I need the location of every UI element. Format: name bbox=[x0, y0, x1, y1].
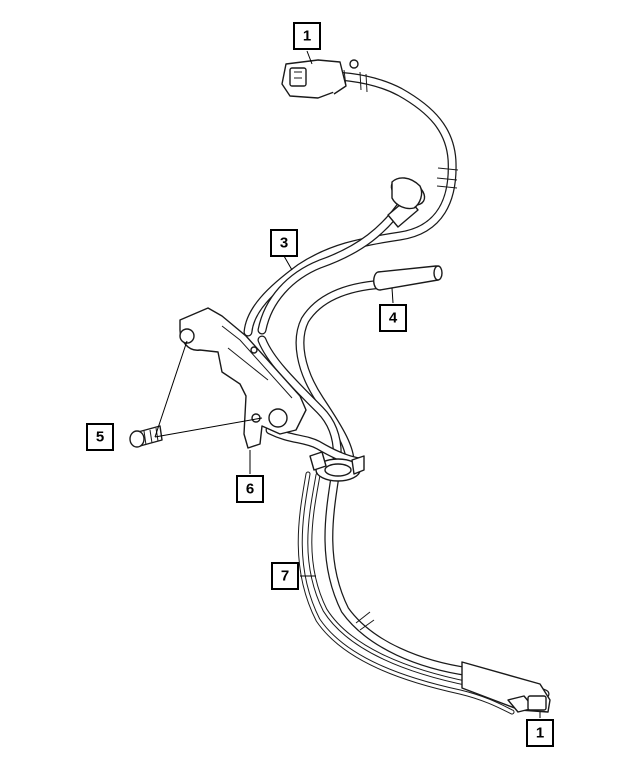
callout-4: 4 bbox=[379, 304, 407, 332]
bolt-part-5 bbox=[129, 425, 163, 448]
filler-pipe bbox=[387, 177, 426, 228]
bracket-part-6 bbox=[179, 307, 307, 449]
top-connector bbox=[281, 59, 359, 99]
callout-label: 6 bbox=[246, 481, 254, 498]
callout-label: 4 bbox=[389, 310, 398, 327]
callout-top-1: 1 bbox=[293, 22, 321, 50]
hose-assembly bbox=[243, 69, 550, 715]
callout-3: 3 bbox=[270, 229, 298, 257]
sleeve-part-4 bbox=[373, 265, 443, 291]
callout-5: 5 bbox=[86, 423, 114, 451]
bottom-connector bbox=[461, 661, 551, 713]
callout-7: 7 bbox=[271, 562, 299, 590]
leader-lines bbox=[154, 50, 541, 718]
callout-bottom-1: 1 bbox=[526, 719, 554, 747]
callout-label: 3 bbox=[280, 235, 288, 252]
callout-label: 7 bbox=[281, 568, 289, 585]
callout-label: 5 bbox=[96, 429, 104, 446]
hose-clip bbox=[309, 451, 365, 482]
callout-label: 1 bbox=[303, 28, 311, 45]
callout-6: 6 bbox=[236, 475, 264, 503]
callout-label: 1 bbox=[536, 725, 544, 742]
